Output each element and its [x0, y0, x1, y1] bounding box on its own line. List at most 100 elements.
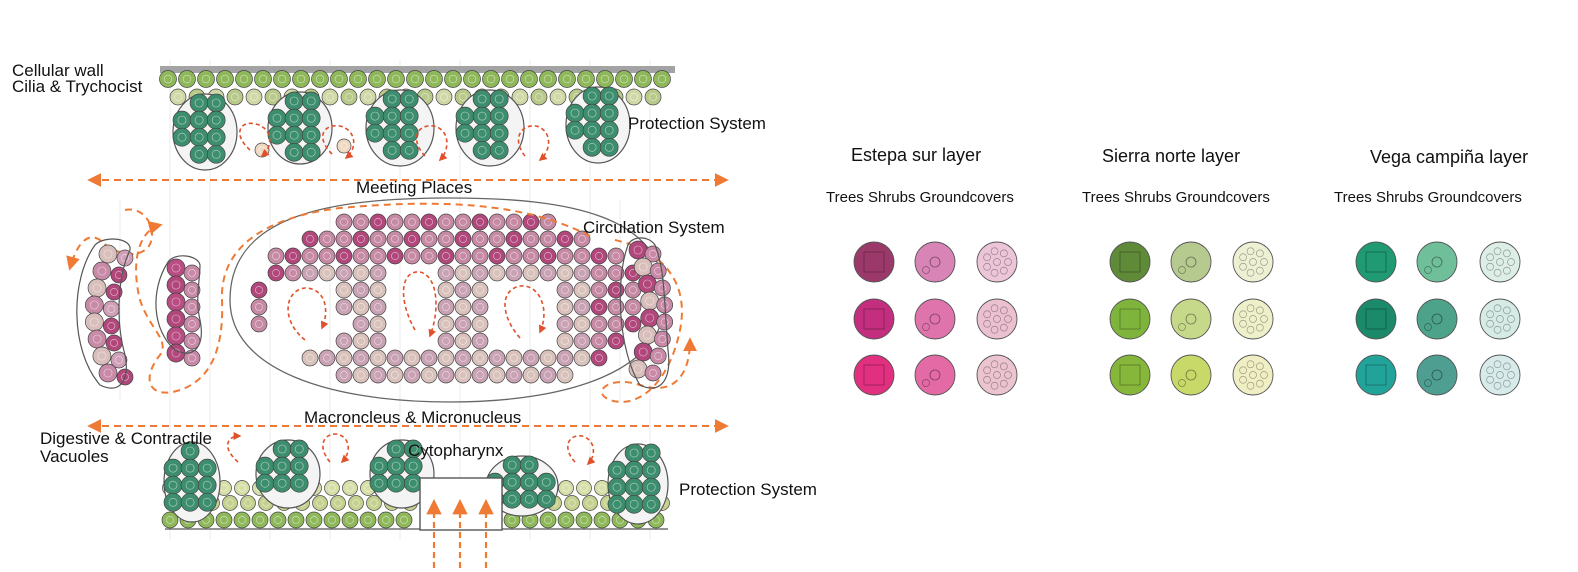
- tree-canopy: [166, 326, 186, 346]
- cilia-canopy: [594, 480, 610, 496]
- nucleus-canopy: [522, 247, 540, 265]
- tree-canopy: [189, 110, 209, 130]
- tree-canopy: [399, 123, 419, 143]
- nucleus-canopy: [539, 247, 557, 265]
- cilia-canopy: [233, 511, 251, 529]
- legend-swatch-shrubs: [1170, 241, 1212, 283]
- planting-cluster: [365, 89, 435, 167]
- legend-swatch-trees: [1355, 241, 1397, 283]
- nucleus-canopy: [573, 281, 591, 299]
- tree-canopy: [289, 439, 309, 459]
- nucleus-canopy: [335, 281, 353, 299]
- nucleus-canopy: [267, 264, 285, 282]
- nucleus-canopy: [539, 349, 557, 367]
- tree-canopy: [92, 346, 112, 366]
- tree-canopy: [183, 349, 201, 367]
- tree-canopy: [180, 492, 200, 512]
- side-plantings: [76, 237, 674, 389]
- nucleus-canopy: [437, 298, 455, 316]
- nucleus-canopy: [556, 298, 574, 316]
- tree-canopy: [189, 144, 209, 164]
- legend-swatch-trees: [853, 354, 895, 396]
- nucleus-canopy: [437, 247, 455, 265]
- label-meeting-places: Meeting Places: [356, 178, 473, 197]
- tree-canopy: [519, 489, 539, 509]
- cilia-canopy: [582, 495, 598, 511]
- tree-canopy: [519, 455, 539, 475]
- nucleus-canopy: [471, 213, 489, 231]
- legend-swatch-trees: [1355, 354, 1397, 396]
- cilia-canopy: [549, 88, 567, 106]
- tree-canopy: [98, 244, 118, 264]
- cilia-canopy: [511, 88, 529, 106]
- nucleus-canopy: [573, 315, 591, 333]
- tree-canopy: [565, 120, 585, 140]
- tree-canopy: [183, 281, 201, 299]
- nucleus-canopy: [556, 264, 574, 282]
- nucleus-canopy: [505, 247, 523, 265]
- cilia-canopy: [564, 495, 580, 511]
- cilia-canopy: [558, 480, 574, 496]
- tree-canopy: [183, 298, 201, 316]
- tree-canopy: [565, 103, 585, 123]
- nucleus-canopy: [607, 264, 625, 282]
- tree-canopy: [489, 140, 509, 160]
- cilia-canopy: [292, 70, 310, 88]
- legend-swatch-shrubs: [1170, 354, 1212, 396]
- cilia-canopy: [615, 70, 633, 88]
- legend-title-vega: Vega campiña layer: [1370, 147, 1529, 167]
- tree-canopy: [640, 291, 660, 311]
- cellular-wall-top: [160, 66, 675, 73]
- tree-canopy: [502, 489, 522, 509]
- nucleus-canopy: [539, 366, 557, 384]
- tree-canopy: [189, 93, 209, 113]
- nucleus-canopy: [420, 349, 438, 367]
- tree-canopy: [644, 364, 662, 382]
- tree-canopy: [607, 460, 627, 480]
- tree-canopy: [638, 325, 657, 345]
- nucleus-canopy: [488, 264, 506, 282]
- tree-canopy: [633, 257, 653, 277]
- cilia-canopy: [482, 70, 500, 88]
- nucleus-canopy: [454, 264, 472, 282]
- tree-canopy: [206, 110, 226, 130]
- tree-canopy: [599, 86, 619, 106]
- cilia-canopy: [425, 70, 443, 88]
- tree-canopy: [92, 261, 112, 281]
- tree-canopy: [472, 140, 492, 160]
- legend-swatch-trees: [1109, 354, 1151, 396]
- nucleus-canopy: [573, 298, 591, 316]
- tree-canopy: [103, 317, 120, 335]
- nucleus-canopy: [556, 281, 574, 299]
- cilia-canopy: [340, 88, 358, 106]
- tree-canopy: [255, 473, 275, 493]
- legend-swatch-shrubs: [914, 298, 956, 340]
- nucleus-canopy: [539, 213, 557, 231]
- planting-cluster: [267, 91, 333, 165]
- nucleus-canopy: [488, 213, 506, 231]
- tree-canopy: [386, 473, 406, 493]
- tree-canopy: [166, 275, 186, 295]
- planting-cluster: [172, 93, 238, 171]
- tree-canopy: [166, 343, 186, 363]
- tree-canopy: [284, 142, 304, 162]
- tree-canopy: [110, 266, 128, 284]
- tree-canopy: [382, 140, 402, 160]
- nucleus-canopy: [590, 247, 608, 265]
- legend-swatch-trees: [1109, 241, 1151, 283]
- tree-canopy: [267, 108, 287, 128]
- nucleus-canopy: [454, 247, 472, 265]
- nucleus-canopy: [420, 213, 438, 231]
- nucleus-canopy: [454, 281, 472, 299]
- cytopharynx-arrows: [426, 498, 494, 568]
- nucleus-canopy: [556, 247, 574, 265]
- nucleus-canopy: [301, 349, 319, 367]
- nucleus-canopy: [556, 349, 574, 367]
- nucleus-canopy: [403, 230, 421, 248]
- nucleus-canopy: [454, 349, 472, 367]
- tree-canopy: [116, 249, 134, 267]
- tree-canopy: [85, 312, 104, 332]
- nucleus-canopy: [352, 332, 370, 350]
- cilia-canopy: [321, 88, 339, 106]
- tree-canopy: [255, 456, 275, 476]
